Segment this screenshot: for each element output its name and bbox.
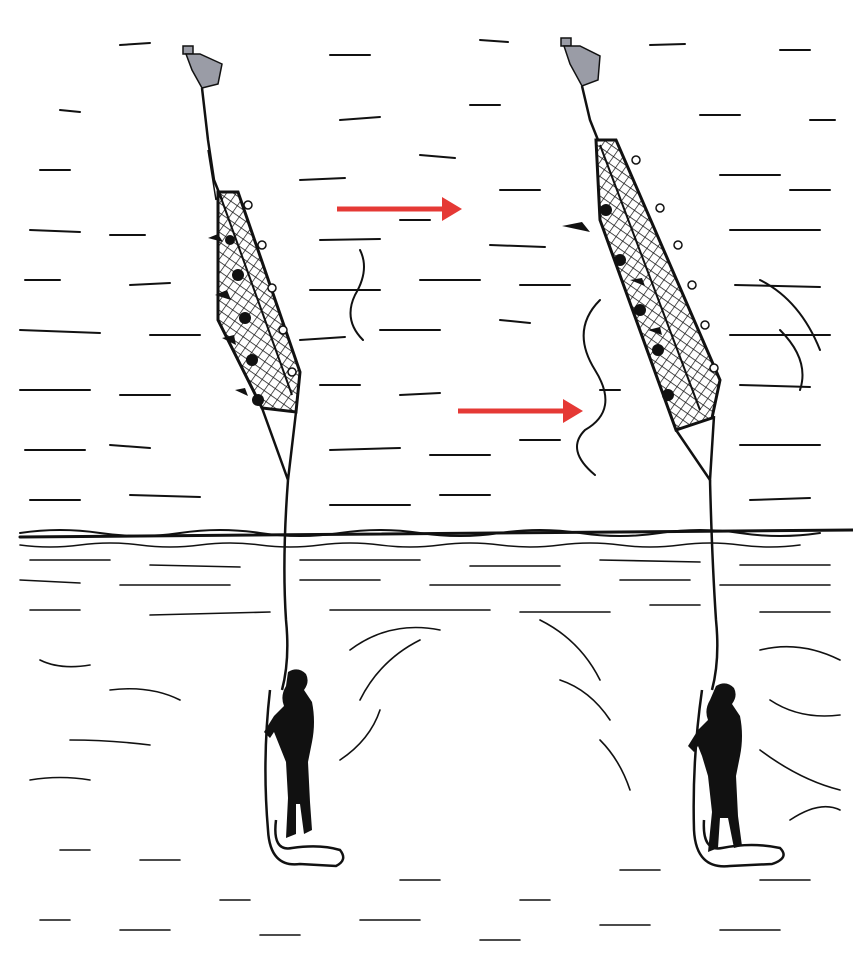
rope-icon [202, 88, 222, 200]
float-icon [183, 46, 222, 88]
person-silhouette-icon [688, 683, 742, 852]
person-silhouette-icon [264, 669, 314, 838]
float-icon [561, 38, 600, 86]
panel-before [183, 46, 343, 866]
rope-icon [582, 86, 598, 140]
panel-after [561, 38, 784, 866]
current-arrow-lower [458, 399, 583, 423]
net-icon [208, 192, 300, 412]
net-icon [562, 140, 720, 430]
surf-line [20, 530, 853, 615]
current-arrow-upper [337, 197, 462, 221]
